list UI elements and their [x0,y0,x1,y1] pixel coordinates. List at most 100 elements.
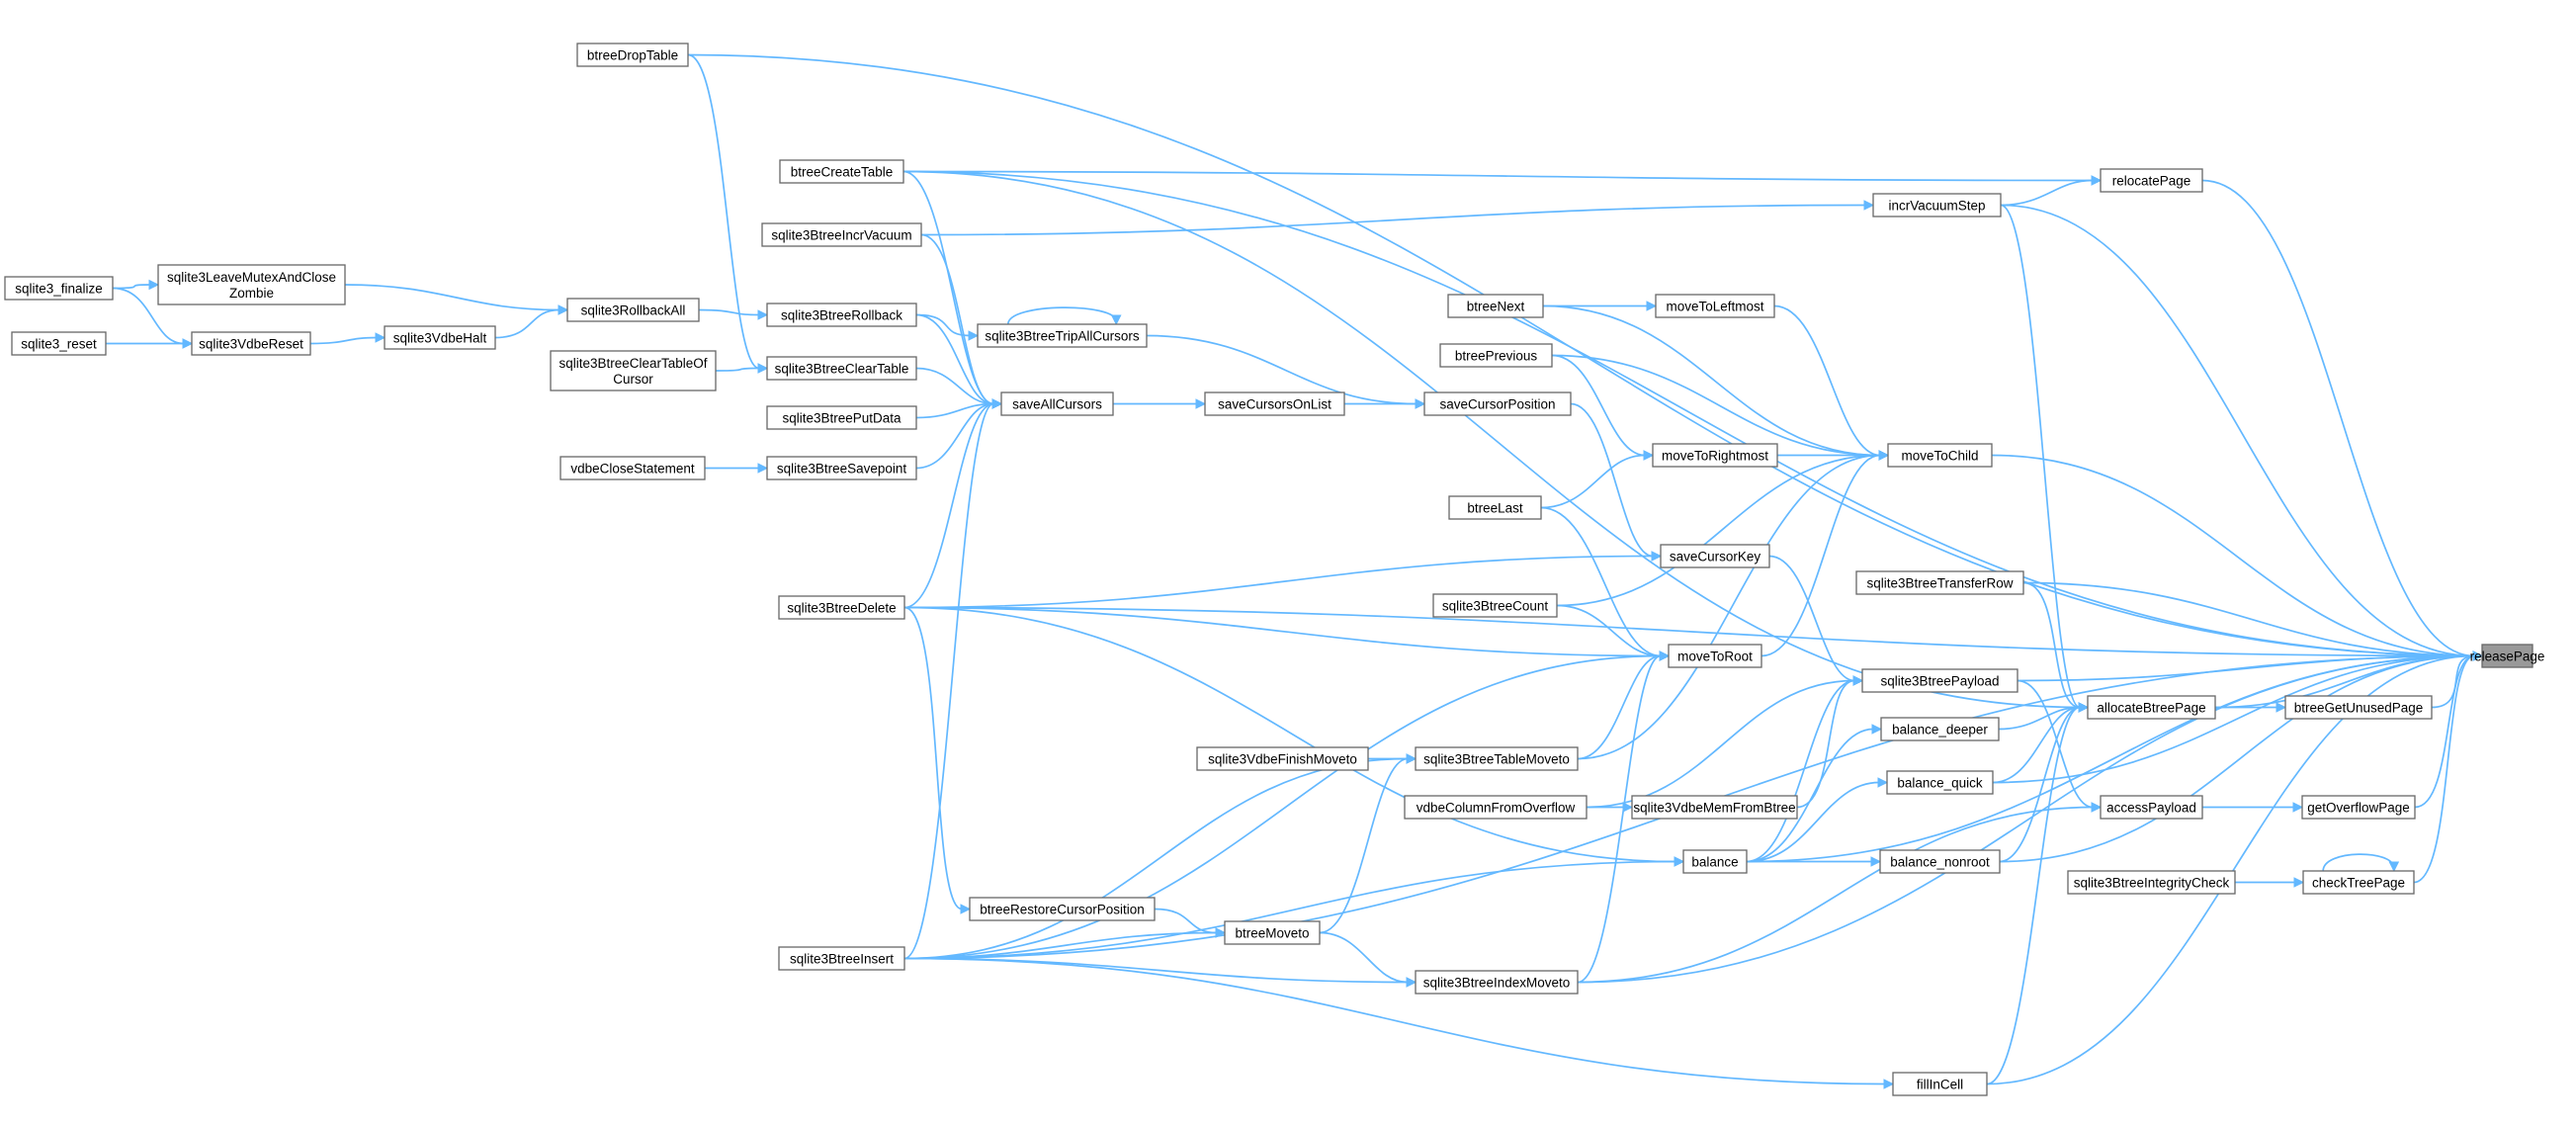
node-getOverflowPage[interactable]: getOverflowPage [2301,795,2416,820]
node-incrVacuumStep[interactable]: incrVacuumStep [1872,193,2002,217]
edge-sqlite3BtreeDelete-to-balance [903,606,1676,863]
node-btreeCreateTable[interactable]: btreeCreateTable [779,159,904,184]
node-box [1439,343,1553,368]
node-box [1887,443,1993,468]
node-btreeLast[interactable]: btreeLast [1448,495,1542,520]
node-box [2302,870,2415,895]
node-fillInCell[interactable]: fillInCell [1892,1072,1988,1096]
node-moveToRightmost[interactable]: moveToRightmost [1652,443,1778,468]
edge-incrVacuumStep-to-relocatePage [2000,179,2094,207]
node-sqlite3BtreeDelete[interactable]: sqlite3BtreeDelete [778,595,905,620]
node-sqlite3VdbeMemFromBtree[interactable]: sqlite3VdbeMemFromBtree [1631,795,1798,820]
node-btreePrevious[interactable]: btreePrevious [1439,343,1553,368]
node-btreeRestoreCursorPosition[interactable]: btreeRestoreCursorPosition [969,897,1156,921]
node-label: saveCursorPosition [1439,397,1555,412]
edge-btreePrevious-to-moveToRightmost [1551,354,1646,457]
arrowhead [1877,777,1889,788]
node-sqlite3_reset[interactable]: sqlite3_reset [11,331,107,356]
node-relocatePage[interactable]: relocatePage [2100,168,2203,193]
edge-sqlite3BtreeInsert-to-fillInCell [903,957,1886,1085]
edge-balance-to-balance_quick [1746,781,1880,863]
node-sqlite3BtreeIncrVacuum[interactable]: sqlite3BtreeIncrVacuum [761,222,922,247]
node-btreeNext[interactable]: btreeNext [1447,294,1544,318]
arrowhead [2293,877,2305,888]
node-saveCursorPosition[interactable]: saveCursorPosition [1423,391,1572,416]
node-box [778,946,905,971]
node-box [559,456,706,480]
node-sqlite3BtreeTableMoveto[interactable]: sqlite3BtreeTableMoveto [1415,746,1579,771]
arrowhead [1415,398,1426,409]
node-sqlite3VdbeReset[interactable]: sqlite3VdbeReset [191,331,311,356]
node-saveCursorKey[interactable]: saveCursorKey [1660,544,1770,568]
arrowhead [2292,802,2304,813]
edge-sqlite3BtreeInsert-to-balance [903,860,1676,960]
node-sqlite3BtreeRollback[interactable]: sqlite3BtreeRollback [766,303,917,327]
arrowhead [757,463,769,474]
node-balance_deeper[interactable]: balance_deeper [1880,717,2000,741]
node-sqlite3BtreeTransferRow[interactable]: sqlite3BtreeTransferRow [1855,570,2024,595]
node-sqlite3BtreePayload[interactable]: sqlite3BtreePayload [1861,668,2018,693]
edge-sqlite3VdbeMemFromBtree-to-sqlite3BtreePayload [1796,679,1855,809]
node-sqlite3VdbeFinishMoveto[interactable]: sqlite3VdbeFinishMoveto [1196,746,1369,771]
node-label: btreeCreateTable [791,165,894,180]
node-sqlite3BtreeInsert[interactable]: sqlite3BtreeInsert [778,946,905,971]
node-btreeGetUnusedPage[interactable]: btreeGetUnusedPage [2284,695,2433,720]
node-sqlite3RollbackAll[interactable]: sqlite3RollbackAll [566,298,700,322]
edge-sqlite3BtreeIncrVacuum-to-incrVacuumStep [920,204,1866,236]
arrowhead [1883,1079,1895,1089]
node-balance_nonroot[interactable]: balance_nonroot [1879,849,2001,874]
node-label: saveCursorsOnList [1218,397,1331,412]
node-box [11,331,107,356]
node-moveToLeftmost[interactable]: moveToLeftmost [1655,294,1775,318]
node-label: sqlite3BtreeTransferRow [1866,576,2013,591]
node-moveToChild[interactable]: moveToChild [1887,443,1993,468]
node-accessPayload[interactable]: accessPayload [2100,795,2203,820]
node-box [2100,795,2203,820]
node-saveAllCursors[interactable]: saveAllCursors [1000,391,1114,416]
node-label: sqlite3VdbeMemFromBtree [1633,801,1795,816]
arrowhead [1195,398,1207,409]
node-label: balance_quick [1897,776,1983,791]
node-box [384,325,496,350]
node-box [550,350,717,391]
node-allocateBtreePage[interactable]: allocateBtreePage [2087,695,2216,720]
arrowhead [991,398,1003,409]
node-box [1448,495,1542,520]
edge-sqlite3BtreeInsert-to-btreeMoveto [903,931,1218,960]
node-sqlite3BtreePutData[interactable]: sqlite3BtreePutData [766,405,917,430]
edge-moveToRoot-to-moveToChild [1760,454,1881,657]
node-sqlite3BtreeTripAllCursors[interactable]: sqlite3BtreeTripAllCursors [977,323,1148,348]
node-balance[interactable]: balance [1682,849,1748,874]
node-sqlite3BtreeSavepoint[interactable]: sqlite3BtreeSavepoint [766,456,917,480]
node-sqlite3BtreeClearTable[interactable]: sqlite3BtreeClearTable [766,356,917,381]
node-box [1855,570,2024,595]
node-label: sqlite3BtreeTripAllCursors [985,329,1140,344]
node-box [4,276,114,301]
node-box [778,595,905,620]
node-releasePage[interactable]: releasePage [2470,644,2545,668]
edge-sqlite3BtreeSavepoint-to-saveAllCursors [915,402,994,470]
node-saveCursorsOnList[interactable]: saveCursorsOnList [1204,391,1345,416]
node-sqlite3VdbeHalt[interactable]: sqlite3VdbeHalt [384,325,496,350]
node-vdbeColumnFromOverflow[interactable]: vdbeColumnFromOverflow [1404,795,1588,820]
arrowhead [1878,450,1890,461]
node-sqlite3_finalize[interactable]: sqlite3_finalize [4,276,114,301]
edge-sqlite3BtreeDelete-to-saveCursorKey [903,555,1654,609]
node-sqlite3BtreeIndexMoveto[interactable]: sqlite3BtreeIndexMoveto [1415,970,1579,995]
node-checkTreePage[interactable]: checkTreePage [2302,870,2415,895]
node-label: sqlite3LeaveMutexAndClose [167,270,336,285]
node-label: moveToRightmost [1662,449,1768,464]
node-btreeDropTable[interactable]: btreeDropTable [576,43,689,67]
node-moveToRoot[interactable]: moveToRoot [1668,644,1762,668]
node-label: checkTreePage [2312,876,2405,891]
node-vdbeCloseStatement[interactable]: vdbeCloseStatement [559,456,706,480]
edge-sqlite3_finalize-to-sqlite3VdbeReset [112,287,185,345]
node-box [191,331,311,356]
node-btreeMoveto[interactable]: btreeMoveto [1224,920,1321,945]
node-label: moveToRoot [1677,650,1753,664]
node-sqlite3BtreeCount[interactable]: sqlite3BtreeCount [1432,593,1558,618]
node-balance_quick[interactable]: balance_quick [1886,770,1994,795]
node-sqlite3BtreeIntegrityCheck[interactable]: sqlite3BtreeIntegrityCheck [2067,870,2236,895]
